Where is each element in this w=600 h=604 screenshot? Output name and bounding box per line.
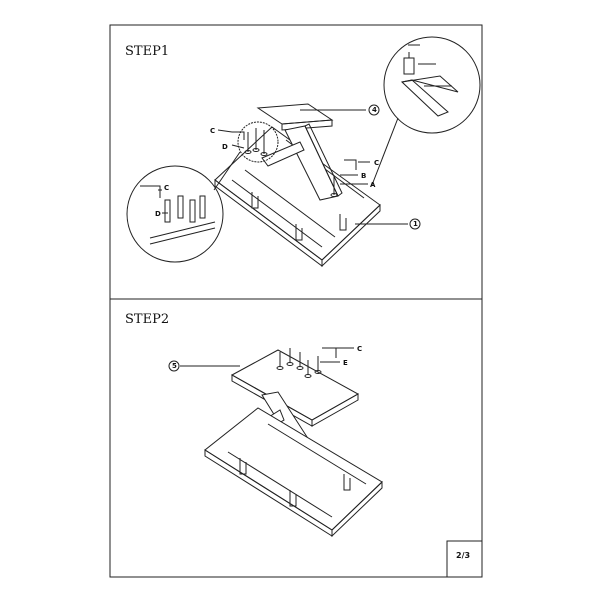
label-d-zoom: D: [155, 210, 161, 218]
label-c-step2: C: [357, 345, 362, 353]
step2-title: STEP2: [125, 312, 170, 327]
label-b: B: [361, 172, 366, 180]
page-number: 2/3: [456, 551, 471, 560]
callout-part-4: 4: [372, 106, 377, 114]
page-frame: [109, 24, 483, 578]
step2-illustration: [168, 347, 383, 538]
label-e: E: [343, 359, 348, 367]
label-c-top: C: [210, 127, 215, 135]
label-c-right: C: [374, 159, 379, 167]
callout-part-5: 5: [172, 362, 177, 370]
label-c-zoom: C: [164, 184, 169, 192]
page-number-box: [446, 540, 483, 578]
label-d-top: D: [222, 143, 228, 151]
step1-title: STEP1: [125, 44, 170, 59]
step1-illustration: [126, 36, 481, 268]
callout-part-1: 1: [413, 220, 418, 228]
label-a: A: [370, 181, 376, 189]
